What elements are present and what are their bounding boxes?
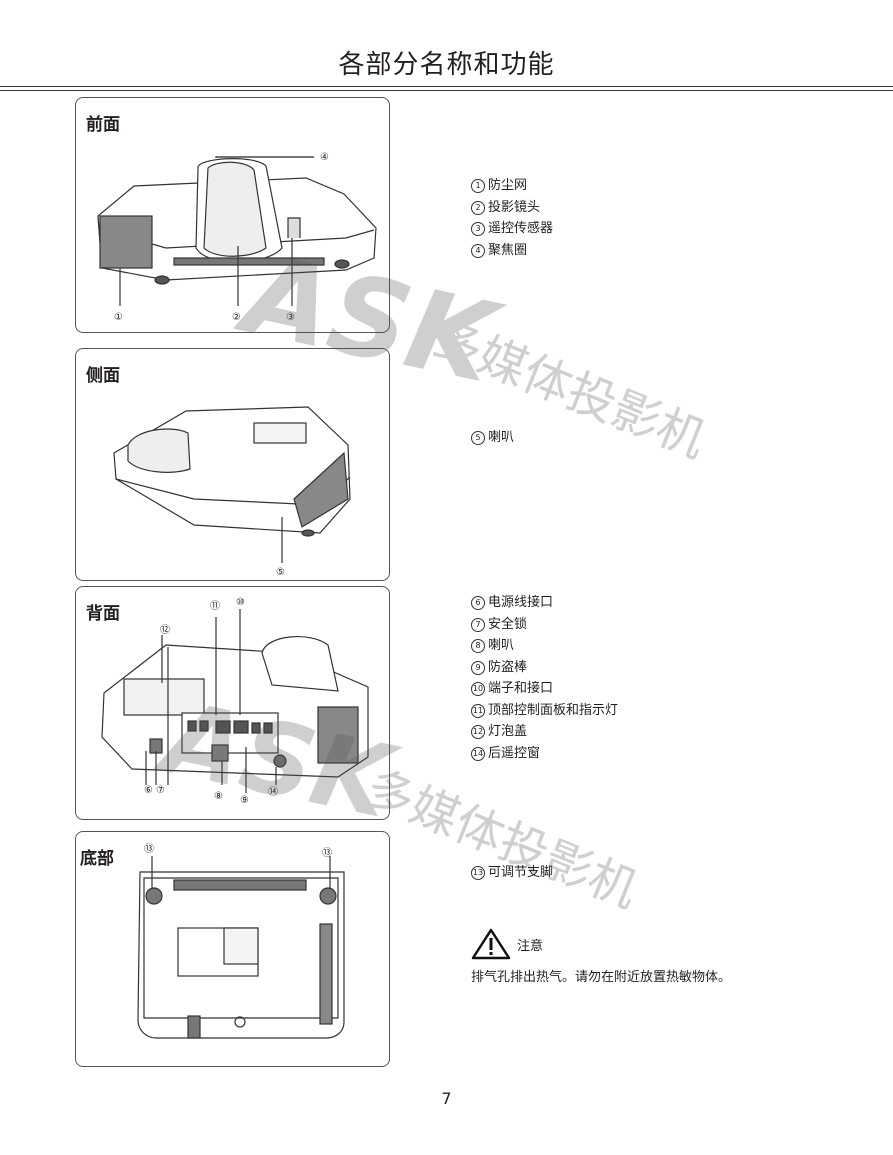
item-number: 2 [471,200,485,215]
callout-13-right: ⑬ [322,847,332,859]
item-number: 6 [471,596,485,610]
callout-10: ⑩ [236,597,245,608]
callout-13-left: ⑬ [144,843,154,855]
watermark-text: 多媒体投影机 [426,309,714,469]
panel-label-bottom: 底部 [80,849,114,869]
callout-9: ⑨ [240,795,249,806]
item-text: 后遥控窗 [488,745,541,761]
item-number: 11 [471,703,485,718]
item-text: 安全锁 [488,616,528,632]
item-number: 10 [471,682,485,696]
front-view-panel: 前面 ④ ① ② ③ [75,97,390,333]
title-rule-double [0,90,893,91]
side-view-panel: 侧面 ⑤ [75,348,390,581]
item-text: 遥控传感器 [488,221,554,236]
panel-label-front: 前面 [86,115,120,135]
callout-12: ⑫ [160,624,170,636]
callout-2: ② [232,312,241,323]
warning-triangle-icon [471,928,511,960]
page-title: 各部分名称和功能 [338,50,555,80]
callout-1: ① [114,312,123,323]
panel-label-side: 侧面 [86,366,120,386]
front-view-illustration: ④ ① ② ③ [97,152,377,323]
callout-4: ④ [320,152,329,163]
callout-14: ⑭ [268,786,278,798]
item-number: 14 [471,746,485,761]
title-rule [0,86,893,87]
item-text: 顶部控制面板和指示灯 [488,702,619,718]
caution-label: 注意 [517,939,544,954]
item-text: 投影镜头 [488,199,541,215]
item-text: 喇叭 [488,430,515,445]
caution-block: 注意 [471,928,543,964]
callout-8: ⑧ [214,791,223,802]
item-text: 聚焦圈 [488,242,528,258]
bottom-view-illustration: ⑬ ⑬ [137,843,345,1039]
callout-7: ⑦ [156,785,165,796]
item-number: 5 [471,431,485,445]
callout-3: ③ [286,312,295,323]
item-text: 端子和接口 [488,681,554,696]
watermark-text-2: 多媒体投影机 [358,759,646,919]
item-text: 可调节支脚 [488,865,554,880]
item-number: 13 [471,866,485,880]
item-number: 12 [471,725,485,739]
callout-6: ⑥ [144,785,153,796]
callout-5: ⑤ [276,567,285,578]
item-number: 9 [471,660,485,675]
callout-11: ⑪ [210,600,220,612]
item-number: 7 [471,617,485,632]
item-number: 1 [471,179,485,193]
side-view-illustration: ⑤ [113,406,351,578]
item-text: 喇叭 [488,638,515,653]
bottom-view-panel: 底部 ⑬ ⑬ [75,831,390,1067]
item-number: 8 [471,639,485,653]
item-text: 灯泡盖 [488,724,528,739]
item-number: 3 [471,222,485,236]
item-number: 4 [471,243,485,258]
item-text: 防盗棒 [488,659,528,675]
panel-label-back: 背面 [86,604,120,624]
back-view-illustration: ⑪ ⑩ ⑫ ⑥ ⑦ ⑧ ⑨ ⑭ [101,597,369,806]
page-number: 7 [441,1089,452,1108]
back-view-panel: 背面 ⑪ ⑩ ⑫ ⑥ ⑦ ⑧ ⑨ ⑭ [75,586,390,820]
caution-note: 排气孔排出热气。请勿在附近放置热敏物体。 [471,970,732,985]
item-text: 电源线接口 [488,595,554,610]
item-text: 防尘网 [488,178,528,193]
